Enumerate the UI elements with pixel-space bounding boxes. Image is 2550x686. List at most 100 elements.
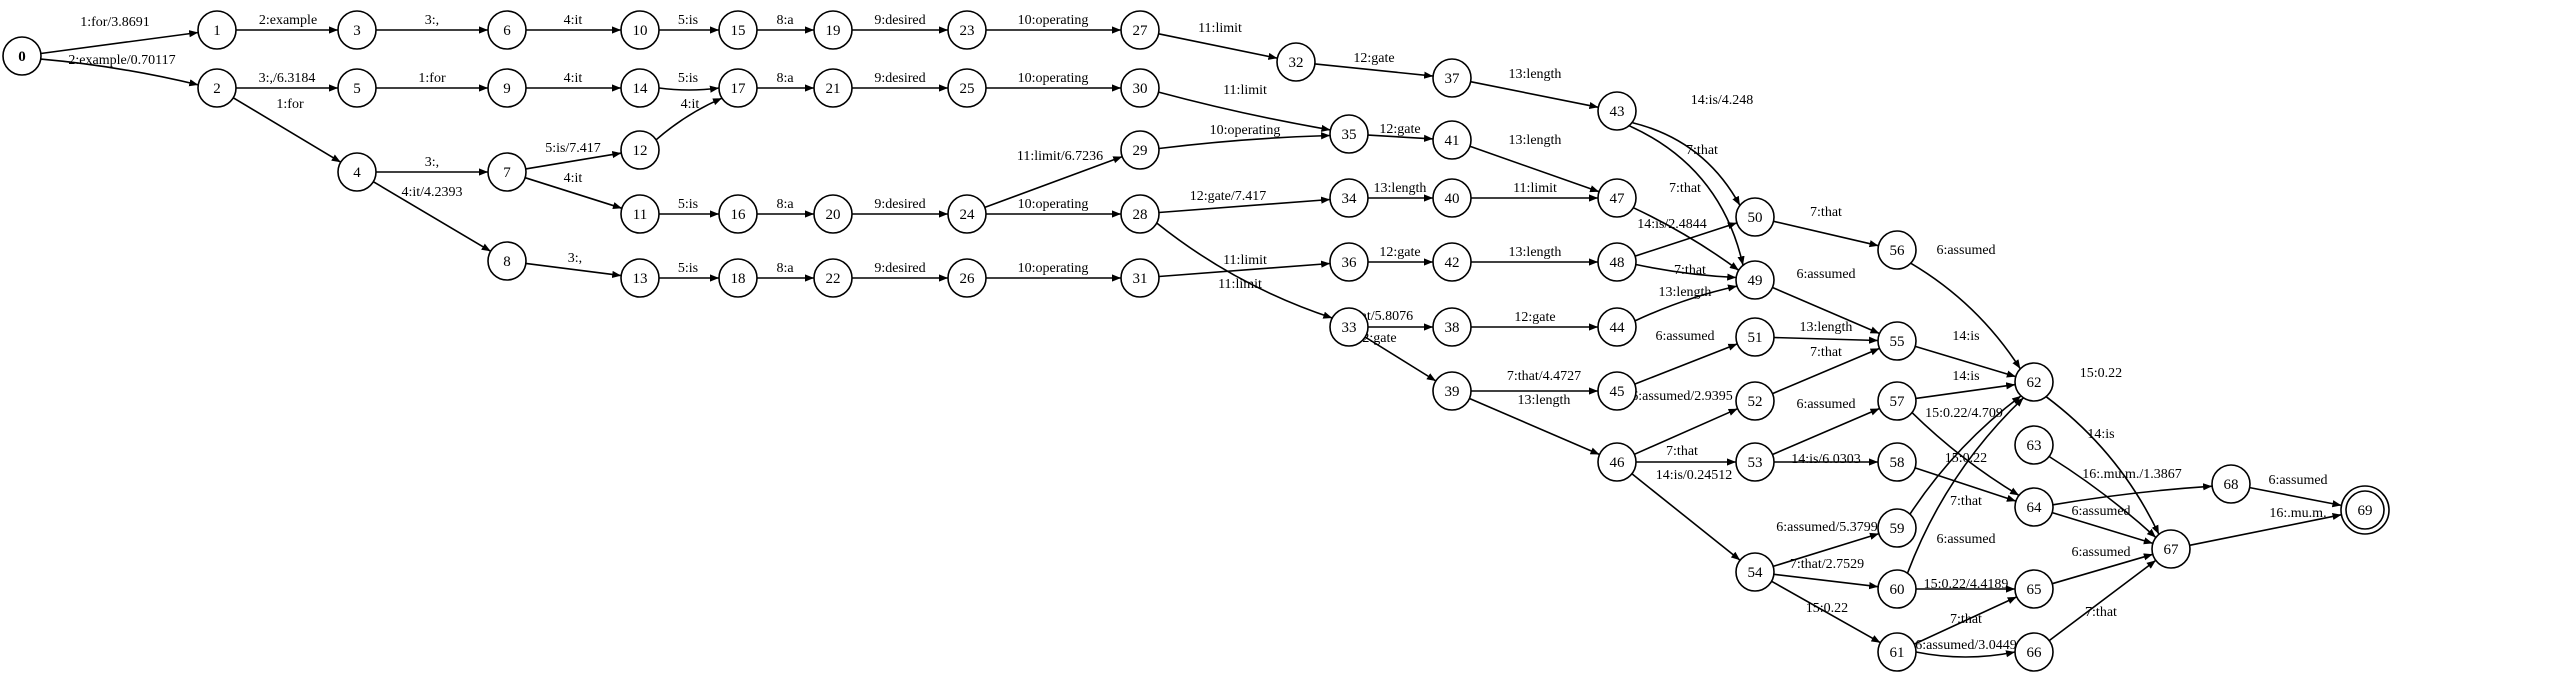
state-label-1: 1: [213, 23, 221, 39]
edge-label-26-31: 10:operating: [1018, 261, 1089, 276]
edge-label-3-6: 3:,: [425, 13, 439, 28]
edge-label-38-44: 12:gate: [1514, 310, 1555, 325]
state-circle-5: [337, 68, 377, 108]
edge-48-50: [1634, 222, 1738, 257]
state-circle-64: [2014, 487, 2054, 527]
edge-46-54: [1631, 473, 1741, 561]
edge-54-60: [1773, 573, 1879, 590]
edge-label-48-50: 14:is/2.4844: [1637, 217, 1707, 232]
state-circle-58: [1877, 442, 1917, 482]
state-node-37: 37: [1432, 58, 1472, 98]
edge-label-15-19: 8:a: [776, 13, 794, 28]
state-label-66: 66: [2027, 645, 2043, 661]
state-label-45: 45: [1610, 384, 1625, 400]
state-node-54: 54: [1735, 552, 1775, 592]
state-node-30: 30: [1120, 68, 1160, 108]
edge-label-29-35: 10:operating: [1210, 123, 1281, 138]
edge-66-67: [2048, 559, 2157, 642]
edge-62-67: [2045, 396, 2160, 535]
edge-label-28-34: 12:gate/7.417: [1190, 189, 1267, 204]
edge-61-65: [1913, 596, 2018, 645]
state-label-15: 15: [731, 23, 746, 39]
edge-7-12: [525, 151, 622, 170]
edge-label-53-57: 6:assumed: [1796, 397, 1855, 412]
state-node-58: 58: [1877, 442, 1917, 482]
edge-label-4-7: 3:,: [425, 155, 439, 170]
state-label-24: 24: [960, 207, 976, 223]
edge-label-62-67: 15:0.22: [2080, 366, 2122, 381]
state-node-24: 24: [947, 194, 987, 234]
state-circle-11: [620, 194, 660, 234]
state-node-68: 68: [2211, 464, 2251, 504]
edge-7-11: [524, 176, 623, 210]
edge-label-7-11: 4:it: [564, 171, 583, 186]
edge-label-47-49: 7:that: [1669, 181, 1701, 196]
edge-57-64: [1911, 412, 2020, 497]
state-circle-65: [2014, 569, 2054, 609]
edge-label-48-49: 7:that: [1674, 263, 1706, 278]
state-circle-54: [1735, 552, 1775, 592]
state-label-32: 32: [1289, 55, 1304, 71]
edge-label-14-17: 5:is: [678, 71, 698, 86]
state-label-40: 40: [1445, 191, 1460, 207]
state-circle-32: [1276, 42, 1316, 82]
state-node-10: 10: [620, 10, 660, 50]
state-circle-29: [1120, 130, 1160, 170]
edge-27-32: [1158, 33, 1278, 60]
edge-label-49-55: 6:assumed: [1796, 267, 1855, 282]
state-node-57: 57: [1877, 381, 1917, 421]
state-circle-21: [813, 68, 853, 108]
state-circle-13: [620, 258, 660, 298]
state-node-25: 25: [947, 68, 987, 108]
state-label-49: 49: [1748, 273, 1763, 289]
edge-44-49: [1634, 284, 1738, 322]
state-circle-49: [1735, 260, 1775, 300]
state-label-4: 4: [353, 165, 361, 181]
state-node-44: 44: [1597, 307, 1637, 347]
state-label-3: 3: [353, 23, 361, 39]
state-node-59: 59: [1877, 508, 1917, 548]
edge-63-67: [2048, 455, 2157, 539]
edge-68-69: [2249, 486, 2342, 508]
state-circle-48: [1597, 242, 1637, 282]
edge-label-54-60: 7:that/2.7529: [1790, 557, 1864, 572]
edge-47-49: [1632, 206, 1740, 271]
edge-label-12-17: 4:it: [681, 97, 700, 112]
state-node-18: 18: [718, 258, 758, 298]
edge-61-66: [1915, 650, 2016, 658]
state-circle-45: [1597, 371, 1637, 411]
state-label-37: 37: [1445, 71, 1461, 87]
state-circle-57: [1877, 381, 1917, 421]
edge-label-51-55: 13:length: [1800, 320, 1853, 335]
state-node-3: 3: [337, 10, 377, 50]
state-circle-46: [1597, 442, 1637, 482]
state-node-45: 45: [1597, 371, 1637, 411]
state-label-68: 68: [2224, 477, 2239, 493]
edge-label-0-2: 2:example/0.70117: [68, 53, 175, 68]
state-node-52: 52: [1735, 381, 1775, 421]
state-node-15: 15: [718, 10, 758, 50]
state-node-17: 17: [718, 68, 758, 108]
edge-label-20-24: 9:desired: [874, 197, 925, 212]
state-node-46: 46: [1597, 442, 1637, 482]
nodes-layer: 0123456789101112131415161718192021222324…: [2, 10, 2390, 672]
edge-label-63-67: 14:is: [2087, 427, 2114, 442]
state-label-22: 22: [826, 271, 841, 287]
edge-46-52: [1634, 407, 1738, 456]
state-circle-18: [718, 258, 758, 298]
state-circle-24: [947, 194, 987, 234]
state-circle-69: [2345, 490, 2385, 530]
state-node-43: 43: [1597, 91, 1637, 131]
state-label-55: 55: [1890, 334, 1905, 350]
state-circle-66: [2014, 632, 2054, 672]
edge-label-28-33: 11:limit: [1218, 277, 1262, 292]
state-label-48: 48: [1610, 255, 1625, 271]
edge-55-62: [1914, 345, 2017, 378]
state-circle-35: [1329, 114, 1369, 154]
edge-label-60-62: 6:assumed: [1936, 532, 1995, 547]
edge-32-37: [1314, 63, 1434, 79]
state-node-40: 40: [1432, 178, 1472, 218]
state-node-51: 51: [1735, 317, 1775, 357]
edge-label-24-29: 11:limit/6.7236: [1017, 149, 1103, 164]
